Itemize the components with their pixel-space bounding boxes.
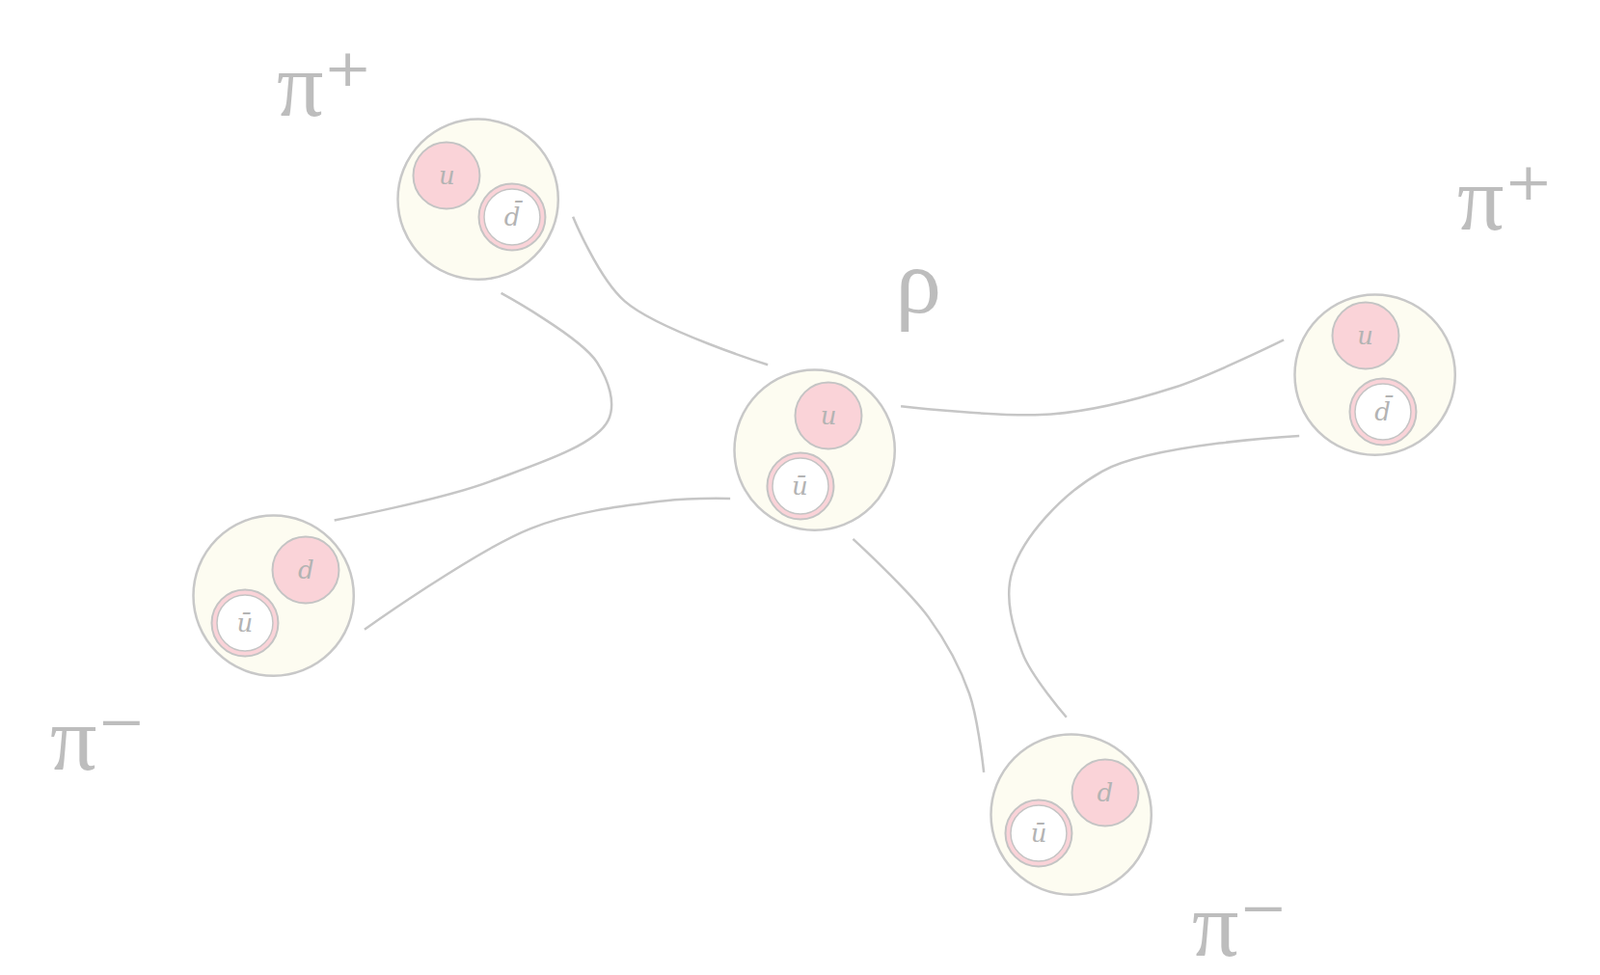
antiquark-circle: ū xyxy=(1003,798,1074,868)
particle-label: π⁻ xyxy=(50,692,146,786)
quark-label: d̄ xyxy=(477,182,547,252)
flux-tube-line xyxy=(900,339,1284,415)
quark-label: u xyxy=(411,140,482,211)
particle-label: π⁺ xyxy=(1457,152,1553,245)
quark-label: d xyxy=(271,535,341,605)
quark-circle: u xyxy=(411,140,482,211)
particle-label: π⁻ xyxy=(1192,878,1288,972)
quark-circle: u xyxy=(1330,300,1401,371)
quark-label: ū xyxy=(1003,798,1074,868)
quark-circle: u xyxy=(793,380,864,451)
quark-label: u xyxy=(793,380,864,451)
antiquark-circle: d̄ xyxy=(1348,377,1418,447)
quark-label: u xyxy=(1330,300,1401,371)
antiquark-circle: ū xyxy=(210,588,280,658)
meson-circle: π⁻dū xyxy=(989,732,1153,896)
meson-circle: π⁺ud̄ xyxy=(396,117,560,281)
meson-circle-shape xyxy=(397,118,558,279)
flux-tube-line xyxy=(572,216,768,366)
quark-label: d̄ xyxy=(1348,377,1418,447)
antiquark-circle: d̄ xyxy=(477,182,547,252)
meson-circle: π⁺ud̄ xyxy=(1293,293,1457,457)
quark-circle: d xyxy=(271,535,341,605)
meson-outline xyxy=(191,514,355,678)
quark-label: d xyxy=(1070,758,1140,828)
particle-label: π⁺ xyxy=(276,38,373,132)
meson-circle-shape xyxy=(1294,294,1455,455)
quark-label: ū xyxy=(210,588,280,658)
flux-tube-line xyxy=(852,539,984,773)
flux-tube-line xyxy=(334,293,612,521)
quark-circle: d xyxy=(1070,758,1140,828)
flux-tube-line xyxy=(1008,435,1300,718)
flux-tube-line xyxy=(364,498,731,630)
meson-circle-shape xyxy=(733,369,895,530)
particle-label: ρ xyxy=(894,235,942,328)
meson-circle-shape xyxy=(991,733,1152,895)
quark-label: ū xyxy=(765,451,836,521)
meson-circle-shape xyxy=(192,515,353,677)
meson-circle: π⁻dū xyxy=(191,514,355,678)
antiquark-circle: ū xyxy=(765,451,836,521)
meson-circle: ρuū xyxy=(732,368,896,532)
